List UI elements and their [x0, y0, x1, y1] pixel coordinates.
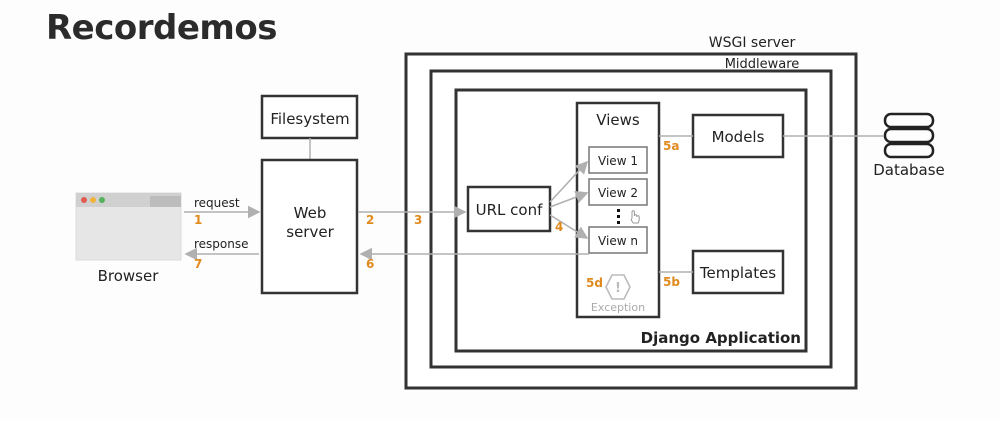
django-application-label: Django Application	[641, 329, 801, 347]
models-label: Models	[712, 128, 765, 146]
urlconf-to-view2-arrow	[549, 190, 589, 208]
url-conf-box	[466, 185, 552, 233]
web-server-label-line1: Web	[294, 204, 327, 222]
step-5d: 5d	[586, 276, 603, 290]
exception-icon: !	[605, 274, 631, 300]
urlconf-to-view1-arrow	[549, 160, 589, 203]
step-5b: 5b	[663, 275, 680, 289]
templates-label: Templates	[699, 264, 776, 282]
step-5a: 5a	[663, 139, 679, 153]
step-4: 4	[555, 220, 563, 234]
step-3: 3	[414, 213, 422, 227]
view-n-label: View n	[598, 234, 638, 248]
database-label: Database	[873, 161, 945, 179]
view-1-label: View 1	[598, 154, 638, 168]
web-server-label-line2: server	[286, 223, 334, 241]
browser-icon	[75, 192, 182, 261]
step-7: 7	[194, 257, 202, 271]
step-2: 2	[366, 213, 374, 227]
filesystem-label: Filesystem	[270, 110, 349, 128]
request-label: request	[194, 196, 240, 210]
hand-pointer-icon	[630, 210, 640, 224]
browser-label: Browser	[98, 267, 160, 285]
exception-label: Exception	[591, 301, 645, 314]
response-label: response	[194, 237, 249, 251]
templates-box	[691, 249, 785, 295]
wsgi-server-label: WSGI server	[709, 35, 796, 51]
url-conf-label: URL conf	[476, 201, 543, 219]
slide-title: Recordemos	[46, 8, 277, 48]
step-1: 1	[194, 213, 202, 227]
view-n-box	[588, 226, 648, 254]
middleware-label: Middleware	[725, 57, 800, 72]
views-ellipsis-icon	[617, 209, 620, 224]
models-box	[691, 113, 785, 159]
view-2-box	[588, 178, 648, 206]
urlconf-to-viewn-arrow	[549, 214, 589, 239]
view-2-label: View 2	[598, 186, 638, 200]
svg-text:!: !	[615, 281, 621, 296]
step-6: 6	[366, 257, 374, 271]
view-1-box	[588, 146, 648, 174]
database-icon	[883, 112, 935, 159]
web-server-box	[260, 158, 359, 295]
views-label: Views	[596, 111, 640, 129]
